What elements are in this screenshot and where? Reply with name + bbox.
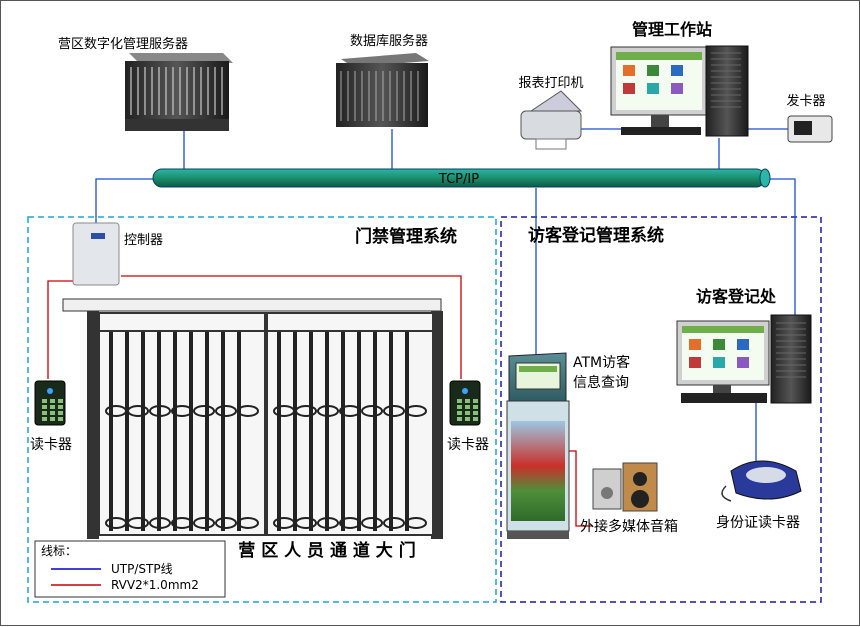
- controller-icon: [72, 222, 120, 286]
- printer-label: 报表打印机: [518, 76, 583, 91]
- visitor-system-title: 访客登记管理系统: [528, 225, 664, 246]
- rvv-lines: [47, 275, 593, 527]
- tcpip-bus: TCP/IP: [152, 168, 771, 188]
- network-lines: [95, 128, 796, 481]
- card-reader-left-icon: [34, 380, 66, 426]
- legend-label-utp: UTP/STP线: [111, 562, 173, 576]
- card-issuer-icon: [787, 115, 833, 143]
- campus-server-icon: [125, 53, 233, 131]
- printer-icon: [520, 90, 583, 150]
- access-system-box: [27, 216, 497, 603]
- workstation-monitor-icon: [610, 46, 708, 135]
- bus-label: TCP/IP: [438, 172, 479, 187]
- visitor-desk-tower-icon: [770, 314, 812, 404]
- speakers-icon: [592, 462, 658, 512]
- workstation-label: 管理工作站: [632, 20, 712, 39]
- controller-label: 控制器: [124, 233, 163, 248]
- card-reader-right-icon: [449, 380, 481, 426]
- campus-server-label: 营区数字化管理服务器: [58, 36, 188, 52]
- legend-label-rvv: RVV2*1.0mm2: [111, 578, 199, 592]
- visitor-desk-monitor-icon: [676, 320, 770, 403]
- card-issuer-label: 发卡器: [786, 93, 825, 109]
- database-server-label: 数据库服务器: [350, 33, 428, 49]
- visitor-desk-label: 访客登记处: [696, 287, 777, 306]
- atm-kiosk-icon: [506, 352, 570, 539]
- access-system-title: 门禁管理系统: [355, 226, 457, 247]
- card-reader-left-label: 读卡器: [30, 436, 72, 453]
- id-card-reader-label: 身份证读卡器: [716, 514, 800, 531]
- speakers-label: 外接多媒体音箱: [580, 518, 678, 535]
- legend-title: 线标：: [41, 544, 77, 558]
- atm-label-line1: ATM访客: [573, 354, 630, 371]
- legend: 线标： UTP/STP线 RVV2*1.0mm2: [34, 540, 226, 598]
- card-reader-right-label: 读卡器: [447, 436, 489, 453]
- workstation-tower-icon: [705, 45, 749, 137]
- atm-label-line2: 信息查询: [573, 374, 629, 391]
- id-card-reader-icon: [721, 460, 802, 502]
- gate-image: [62, 298, 443, 539]
- gate-caption: 营 区 人 员 通 道 大 门: [238, 540, 415, 561]
- database-server-icon: [336, 53, 429, 127]
- visitor-system-box: [500, 216, 822, 603]
